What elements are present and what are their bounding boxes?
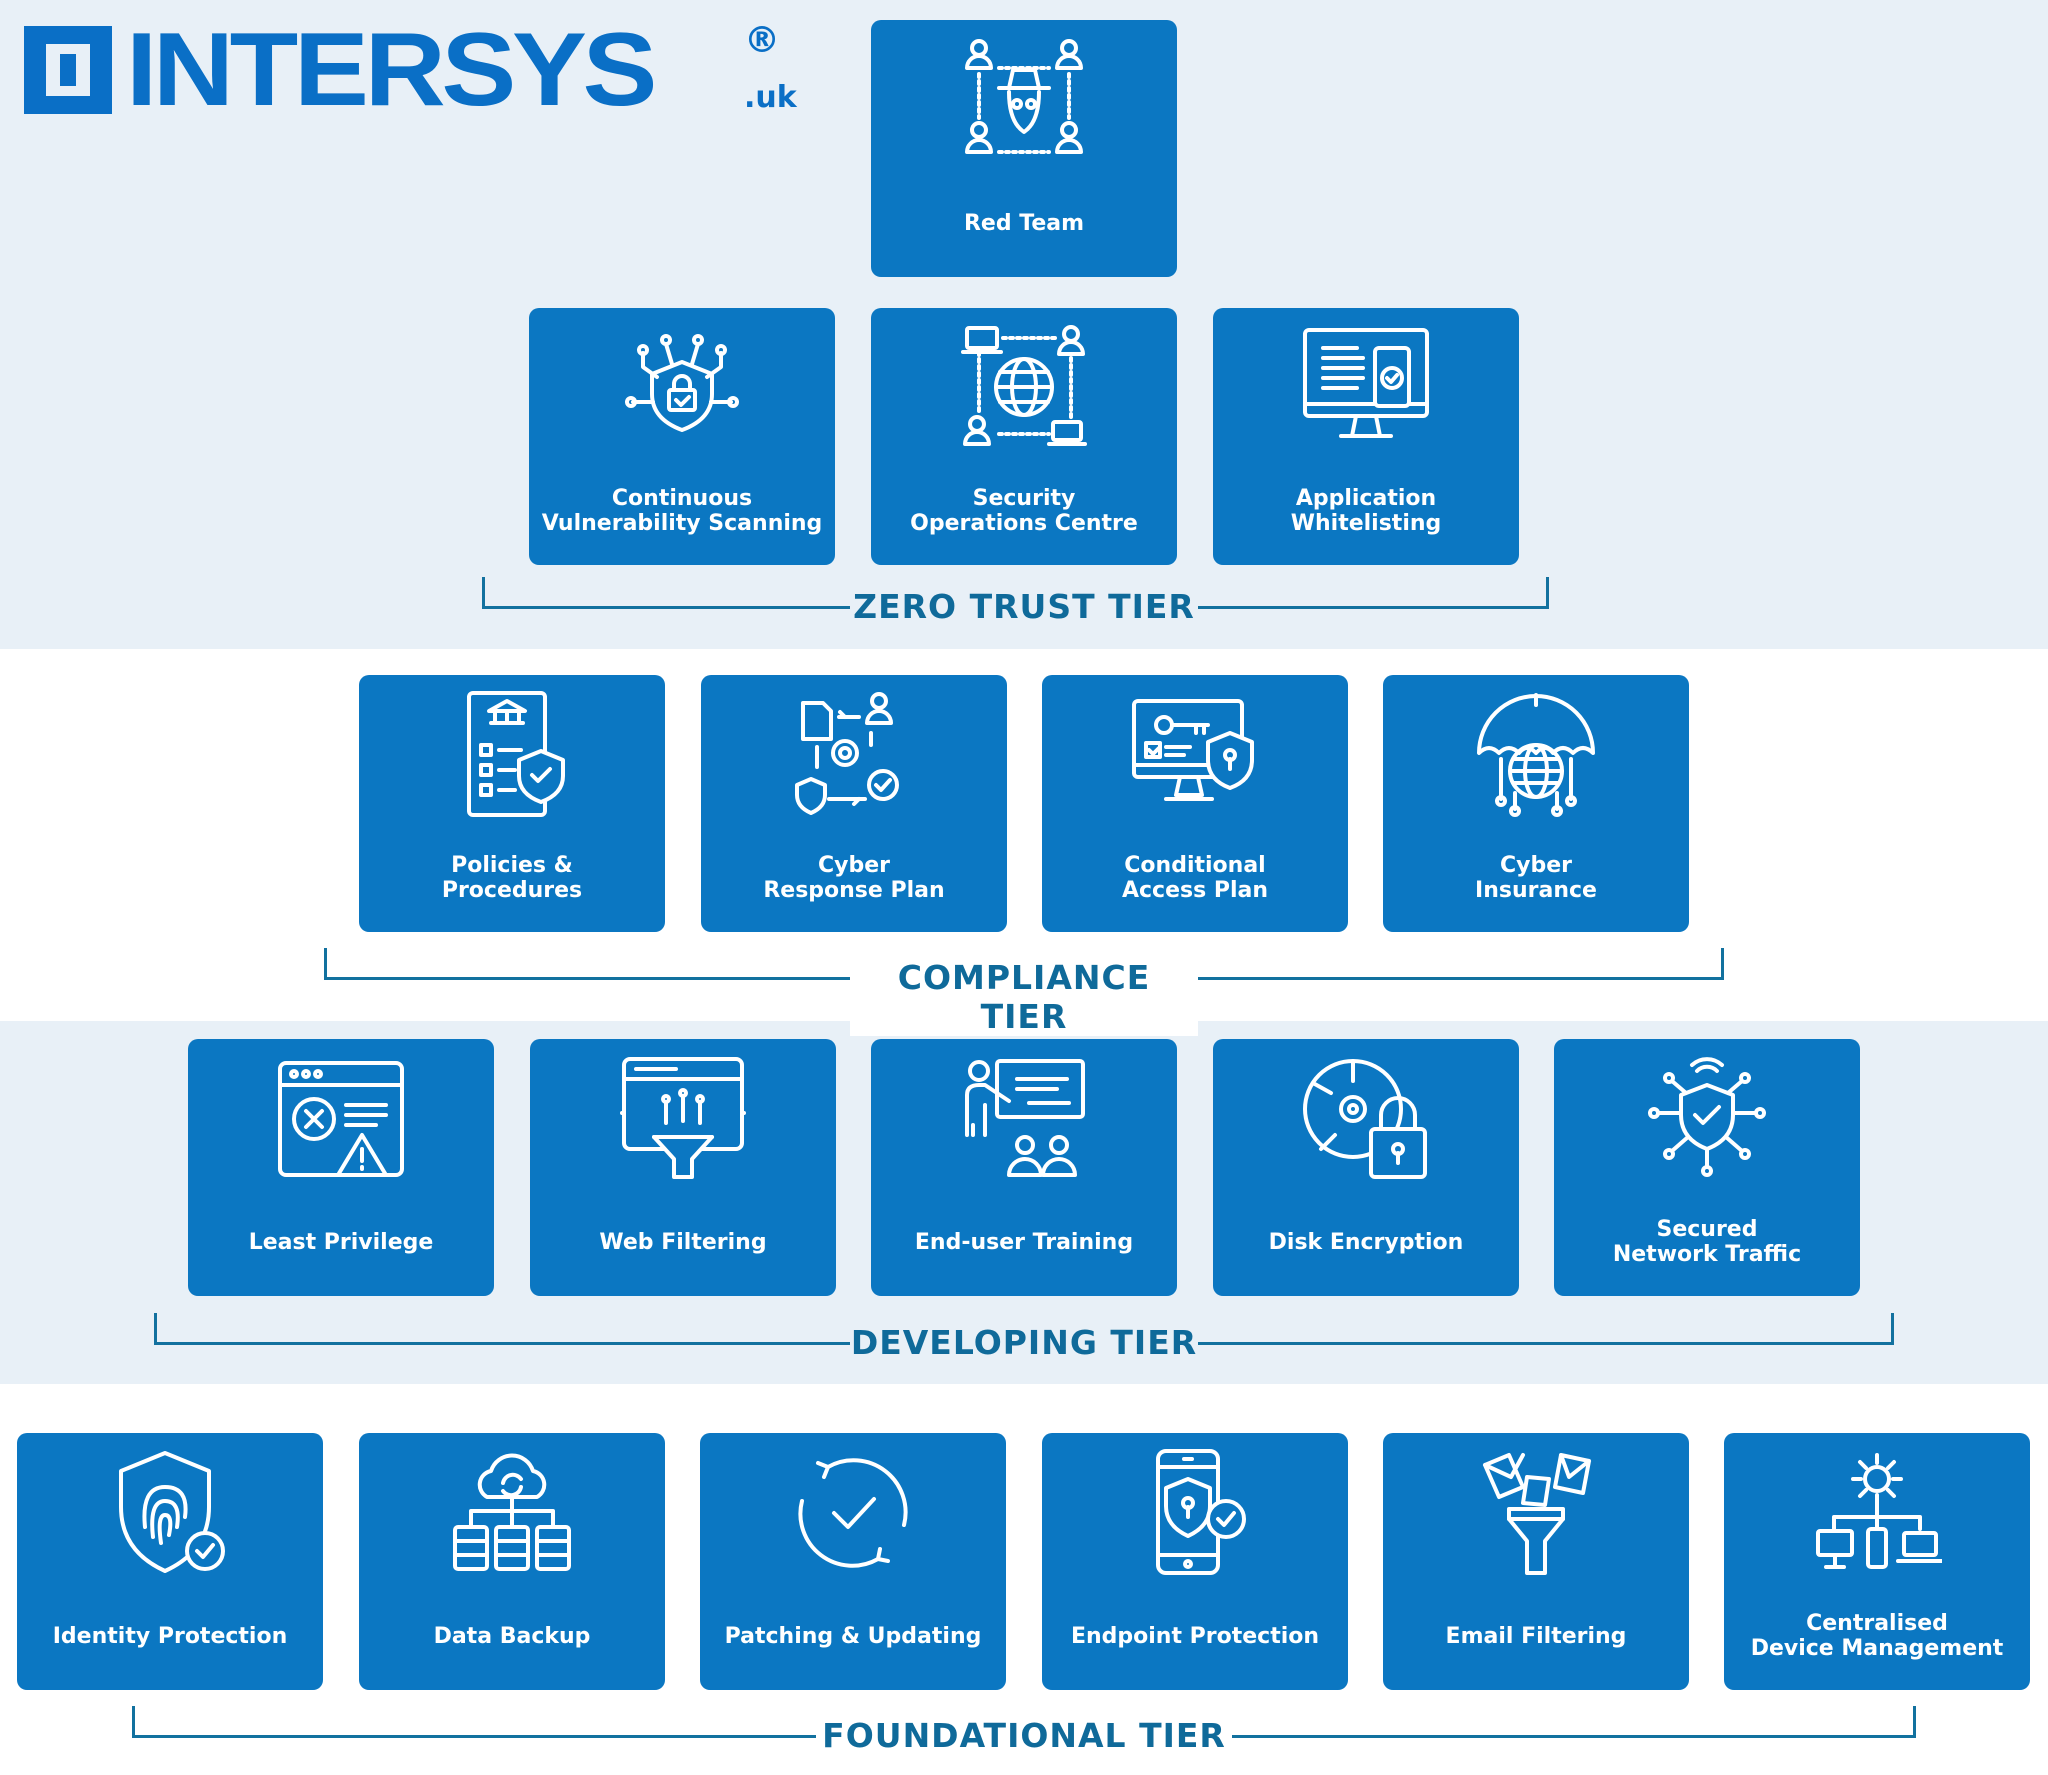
- fingerprint-shield-icon: [119, 1451, 225, 1573]
- tile-label: Endpoint Protection: [1070, 1623, 1320, 1649]
- tile-centralised-device-management: Centralised Device Management: [1724, 1433, 2030, 1690]
- tile-label: Web Filtering: [599, 1229, 767, 1255]
- tile-cyber-insurance: Cyber Insurance: [1383, 675, 1689, 932]
- tile-label: Email Filtering: [1445, 1623, 1627, 1649]
- tile-label: End-user Training: [914, 1229, 1134, 1255]
- shield-bug-icon: [625, 334, 739, 432]
- tile-data-backup: Data Backup: [359, 1433, 665, 1690]
- tile-label: Centralised Device Management: [1750, 1611, 2004, 1661]
- tile-label: Application Whitelisting: [1290, 486, 1442, 536]
- tile-red-team: Red Team: [871, 20, 1177, 277]
- tile-label: Cyber Insurance: [1475, 853, 1597, 903]
- tile-web-filtering: Web Filtering: [530, 1039, 836, 1296]
- refresh-check-icon: [798, 1458, 908, 1568]
- tile-label: Least Privilege: [248, 1229, 434, 1255]
- tile-conditional-access-plan: Conditional Access Plan: [1042, 675, 1348, 932]
- foundational-tier-label: FOUNDATIONAL TIER: [816, 1716, 1232, 1755]
- tile-disk-encryption: Disk Encryption: [1213, 1039, 1519, 1296]
- tile-security-operations-centre: Security Operations Centre: [871, 308, 1177, 565]
- tile-endpoint-protection: Endpoint Protection: [1042, 1433, 1348, 1690]
- logo-registered: ®: [744, 20, 780, 61]
- tile-label: Conditional Access Plan: [1121, 853, 1269, 903]
- tile-policies-procedures: Policies & Procedures: [359, 675, 665, 932]
- presenter-training-icon: [965, 1059, 1085, 1177]
- compliance-tier-label: COMPLIANCE TIER: [850, 958, 1198, 1036]
- tile-continuous-vulnerability-scanning: Continuous Vulnerability Scanning: [529, 308, 835, 565]
- foundational-band: [0, 1384, 2048, 1775]
- email-funnel-icon: [1483, 1453, 1591, 1575]
- shield-network-icon: [1648, 1057, 1766, 1177]
- tile-secured-network-traffic: Secured Network Traffic: [1554, 1039, 1860, 1296]
- logo-text: INTERSYS: [126, 12, 657, 128]
- tile-patching-updating: Patching & Updating: [700, 1433, 1006, 1690]
- tile-cyber-response-plan: Cyber Response Plan: [701, 675, 1007, 932]
- zero-trust-tier-label: ZERO TRUST TIER: [850, 587, 1198, 626]
- tile-label: Data Backup: [433, 1623, 591, 1649]
- tile-label: Continuous Vulnerability Scanning: [541, 486, 823, 536]
- tile-label: Patching & Updating: [724, 1623, 982, 1649]
- globe-network-icon: [961, 325, 1087, 446]
- tile-end-user-training: End-user Training: [871, 1039, 1177, 1296]
- tile-label: Security Operations Centre: [910, 486, 1138, 536]
- logo-mark-icon: [24, 26, 112, 114]
- logo-domain: .uk: [744, 80, 797, 115]
- developing-tier-label: DEVELOPING TIER: [850, 1323, 1198, 1362]
- tile-label: Secured Network Traffic: [1612, 1217, 1802, 1267]
- browser-funnel-icon: [620, 1057, 746, 1179]
- tile-label: Red Team: [963, 210, 1085, 236]
- tile-least-privilege: Least Privilege: [188, 1039, 494, 1296]
- response-plan-icon: [795, 692, 899, 815]
- tile-label: Cyber Response Plan: [763, 853, 945, 903]
- document-shield-icon: [467, 691, 565, 817]
- phone-shield-check-icon: [1156, 1449, 1246, 1575]
- tile-application-whitelisting: Application Whitelisting: [1213, 308, 1519, 565]
- hacker-network-icon: [965, 39, 1083, 154]
- tile-email-filtering: Email Filtering: [1383, 1433, 1689, 1690]
- computer-phone-check-icon: [1303, 328, 1429, 438]
- tile-identity-protection: Identity Protection: [17, 1433, 323, 1690]
- gear-devices-icon: [1816, 1453, 1942, 1569]
- browser-denied-warning-icon: [278, 1061, 404, 1177]
- tile-label: Policies & Procedures: [441, 853, 583, 903]
- disk-lock-icon: [1303, 1059, 1427, 1179]
- umbrella-globe-icon: [1477, 693, 1595, 817]
- monitor-key-lock-icon: [1132, 699, 1254, 801]
- tile-label: Disk Encryption: [1268, 1229, 1464, 1255]
- intersys-logo: INTERSYS ® .uk: [24, 18, 797, 122]
- cloud-backup-servers-icon: [453, 1453, 571, 1571]
- tile-label: Identity Protection: [52, 1623, 288, 1649]
